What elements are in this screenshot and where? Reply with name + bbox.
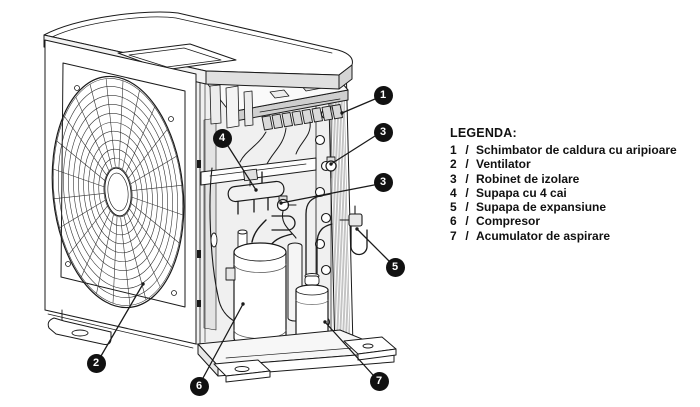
legend-item-number: 2 — [450, 157, 457, 172]
legend-item-label: Acumulator de aspirare — [476, 228, 611, 243]
legend-separator: / — [465, 185, 469, 200]
legend-item-label: Compresor — [476, 214, 541, 229]
expansion-valve — [339, 205, 368, 256]
legend-item-label: Supapa cu 4 cai — [476, 185, 567, 200]
legend: LEGENDA: 1 / Schimbator de caldura cu ar… — [450, 126, 700, 243]
legend-item-3: 3 / Robinet de izolare — [450, 172, 700, 186]
callout-3a: 3 — [373, 122, 393, 142]
callout-7: 7 — [369, 371, 389, 391]
base-plate — [197, 329, 397, 383]
legend-item-label: Robinet de izolare — [476, 171, 580, 186]
leader-lines — [100, 98, 390, 379]
legend-title: LEGENDA: — [450, 126, 517, 140]
callout-1: 1 — [373, 85, 393, 105]
legend-item-number: 6 — [450, 214, 457, 229]
legend-item-number: 3 — [450, 171, 457, 186]
fan-grille — [51, 75, 185, 309]
legend-item-number: 1 — [450, 143, 457, 157]
callout-5: 5 — [385, 257, 405, 277]
legend-separator: / — [465, 157, 469, 172]
callout-3b: 3 — [373, 172, 393, 192]
legend-item-2: 2 / Ventilator — [450, 157, 700, 171]
support-beam — [200, 157, 317, 186]
legend-item-6: 6 / Compresor — [450, 214, 700, 228]
legend-separator: / — [465, 214, 469, 229]
legend-separator: / — [465, 143, 469, 157]
legend-item-label: Schimbator de caldura cu aripioare — [476, 143, 677, 157]
callout-6: 6 — [189, 376, 209, 396]
legend-item-5: 5 / Supapa de expansiune — [450, 200, 700, 214]
legend-separator: / — [465, 171, 469, 186]
legend-item-number: 7 — [450, 228, 457, 243]
legend-item-number: 5 — [450, 200, 457, 215]
legend-item-4: 4 / Supapa cu 4 cai — [450, 186, 700, 200]
legend-item-label: Supapa de expansiune — [476, 200, 607, 215]
legend-item-7: 7 / Acumulator de aspirare — [450, 229, 700, 243]
callout-2: 2 — [86, 353, 106, 373]
legend-separator: / — [465, 200, 469, 215]
legend-item-label: Ventilator — [476, 157, 531, 172]
callout-4: 4 — [212, 128, 232, 148]
legend-item-number: 4 — [450, 185, 457, 200]
legend-separator: / — [465, 228, 469, 243]
legend-item-1: 1 / Schimbator de caldura cu aripioare — [450, 143, 700, 157]
terminal-blocks — [261, 104, 343, 131]
